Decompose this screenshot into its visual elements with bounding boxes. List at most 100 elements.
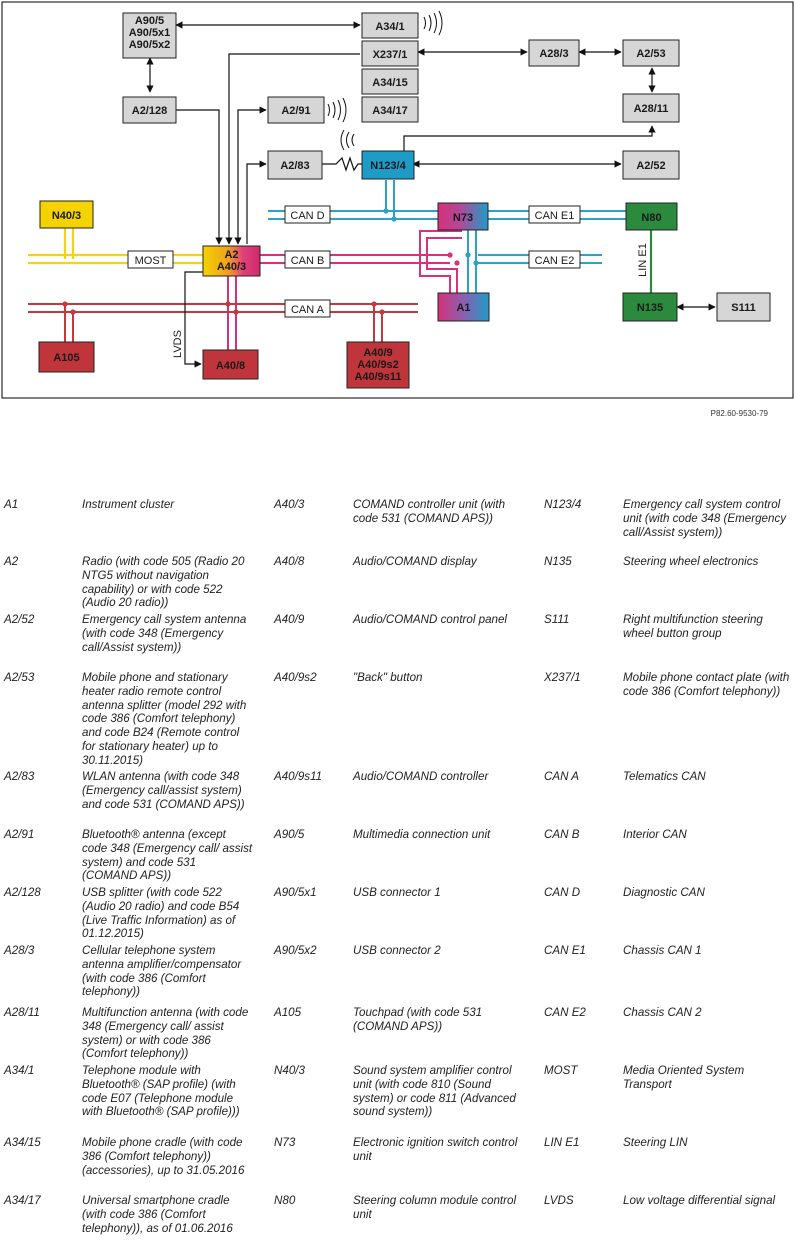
legend-code: S111 xyxy=(544,613,570,626)
a28-11-label: A28/11 xyxy=(634,103,669,115)
lvds-label: LVDS xyxy=(172,330,184,358)
legend-code: A90/5 xyxy=(274,828,305,841)
legend-desc: Telephone module with Bluetooth® (SAP pr… xyxy=(82,1064,240,1119)
diagram-reference: P82.60-9530-79 xyxy=(710,409,768,418)
a34-17-label: A34/17 xyxy=(372,105,407,117)
legend-code: N123/4 xyxy=(544,498,582,511)
legend-code: A2/83 xyxy=(4,770,35,783)
legend-code: N80 xyxy=(274,1194,296,1207)
legend-code: A40/8 xyxy=(274,555,305,568)
legend-desc: Multimedia connection unit xyxy=(353,828,491,841)
legend-code: N73 xyxy=(274,1136,296,1149)
legend-code: N135 xyxy=(544,555,572,568)
legend-code: LVDS xyxy=(544,1194,574,1207)
legend-code: CAN E1 xyxy=(544,944,586,957)
legend-desc: USB splitter (with code 522 (Audio 20 ra… xyxy=(82,886,240,941)
legend-desc: Diagnostic CAN xyxy=(623,886,705,899)
legend-code: CAN A xyxy=(544,770,580,783)
a2-52-label: A2/52 xyxy=(636,160,665,172)
a28-3-label: A28/3 xyxy=(539,48,568,60)
legend-desc: Emergency call system antenna (with code… xyxy=(82,613,247,654)
legend-desc: USB connector 2 xyxy=(353,944,441,957)
legend-code: MOST xyxy=(544,1064,578,1077)
legend-desc: Low voltage differential signal xyxy=(623,1194,776,1207)
legend-code: A2 xyxy=(4,555,19,568)
legend-desc: Touchpad (with code 531 (COMAND APS)) xyxy=(353,1006,483,1033)
legend-code: A2/52 xyxy=(4,613,35,626)
legend-code: A105 xyxy=(274,1006,302,1019)
legend-desc: Mobile phone contact plate (with code 38… xyxy=(623,671,790,698)
can-e1-label: CAN E1 xyxy=(535,210,575,222)
legend-desc: Audio/COMAND controller xyxy=(353,770,489,783)
can-d-junctions xyxy=(383,208,479,266)
legend-code: A2/53 xyxy=(4,671,35,684)
legend-desc: Chassis CAN 2 xyxy=(623,1006,702,1019)
most-bus xyxy=(28,228,204,265)
s111-label: S111 xyxy=(731,302,755,314)
legend-desc: Right multifunction steering wheel butto… xyxy=(623,613,763,640)
a2-91-label: A2/91 xyxy=(281,105,310,117)
a34-15-label: A34/15 xyxy=(372,77,407,89)
can-a-label: CAN A xyxy=(291,304,325,316)
lin-e1-label: LIN E1 xyxy=(637,243,649,277)
legend-desc: Multifunction antenna (with code 348 (Em… xyxy=(82,1006,249,1061)
legend-code: CAN B xyxy=(544,828,580,841)
legend-code: A90/5x2 xyxy=(274,944,317,957)
n80-label: N80 xyxy=(641,212,661,224)
legend-code: A40/9s2 xyxy=(274,671,317,684)
legend-desc: Instrument cluster xyxy=(82,498,175,511)
legend-desc: Universal smartphone cradle (with code 3… xyxy=(82,1194,233,1235)
legend-desc: Cellular telephone system antenna amplif… xyxy=(82,944,242,999)
legend-desc: Emergency call system control unit (with… xyxy=(623,498,787,539)
legend-code: N40/3 xyxy=(274,1064,305,1077)
legend-code: A90/5x1 xyxy=(274,886,317,899)
legend-desc: Electronic ignition switch control unit xyxy=(353,1136,518,1163)
a40-8-label: A40/8 xyxy=(216,360,245,372)
n123-4-label: N123/4 xyxy=(370,160,406,172)
legend-code: A40/3 xyxy=(274,498,305,511)
a2-53-label: A2/53 xyxy=(636,48,665,60)
legend-code: A2/128 xyxy=(4,886,41,899)
can-d-label: CAN D xyxy=(290,210,324,222)
legend-code: X237/1 xyxy=(544,671,581,684)
legend-desc: USB connector 1 xyxy=(353,886,441,899)
legend-desc: Radio (with code 505 (Radio 20 NTG5 with… xyxy=(82,555,245,610)
wireless-link-icon xyxy=(322,156,362,172)
legend-code: A40/9 xyxy=(274,613,305,626)
most-label: MOST xyxy=(135,255,167,267)
legend-code: A28/3 xyxy=(4,944,35,957)
n135-label: N135 xyxy=(637,302,663,314)
legend-desc: Interior CAN xyxy=(623,828,687,841)
legend-desc: Telematics CAN xyxy=(623,770,706,783)
legend-desc: Sound system amplifier control unit (wit… xyxy=(353,1064,516,1119)
legend-desc: Mobile phone and stationary heater radio… xyxy=(82,671,247,767)
legend-code: A1 xyxy=(4,498,19,511)
legend-code: A2/91 xyxy=(4,828,35,841)
legend-code: CAN D xyxy=(544,886,581,899)
legend-code: A28/11 xyxy=(4,1006,40,1019)
legend-code: A34/1 xyxy=(4,1064,35,1077)
legend-code: A40/9s11 xyxy=(274,770,323,783)
legend-code: CAN E2 xyxy=(544,1006,586,1019)
a2-128-label: A2/128 xyxy=(132,105,167,117)
a2-83-label: A2/83 xyxy=(280,160,309,172)
a34-1-label: A34/1 xyxy=(375,21,404,33)
diagram-frame xyxy=(1,1,794,399)
connections xyxy=(146,21,716,368)
n40-3-label: N40/3 xyxy=(52,210,81,222)
legend-desc: COMAND controller unit (with code 531 (C… xyxy=(353,498,506,525)
a105-label: A105 xyxy=(53,352,79,364)
legend-desc: WLAN antenna (with code 348 (Emergency c… xyxy=(82,770,245,811)
can-e2-label: CAN E2 xyxy=(535,255,575,267)
a1-label: A1 xyxy=(456,302,470,314)
can-b-label: CAN B xyxy=(291,255,325,267)
antenna-wave-icons xyxy=(327,10,443,151)
legend-code: A34/17 xyxy=(4,1194,41,1207)
legend-desc: "Back" button xyxy=(353,671,423,684)
legend-desc: Bluetooth® antenna (except code 348 (Eme… xyxy=(82,828,253,883)
legend-desc: Audio/COMAND control panel xyxy=(353,613,508,626)
